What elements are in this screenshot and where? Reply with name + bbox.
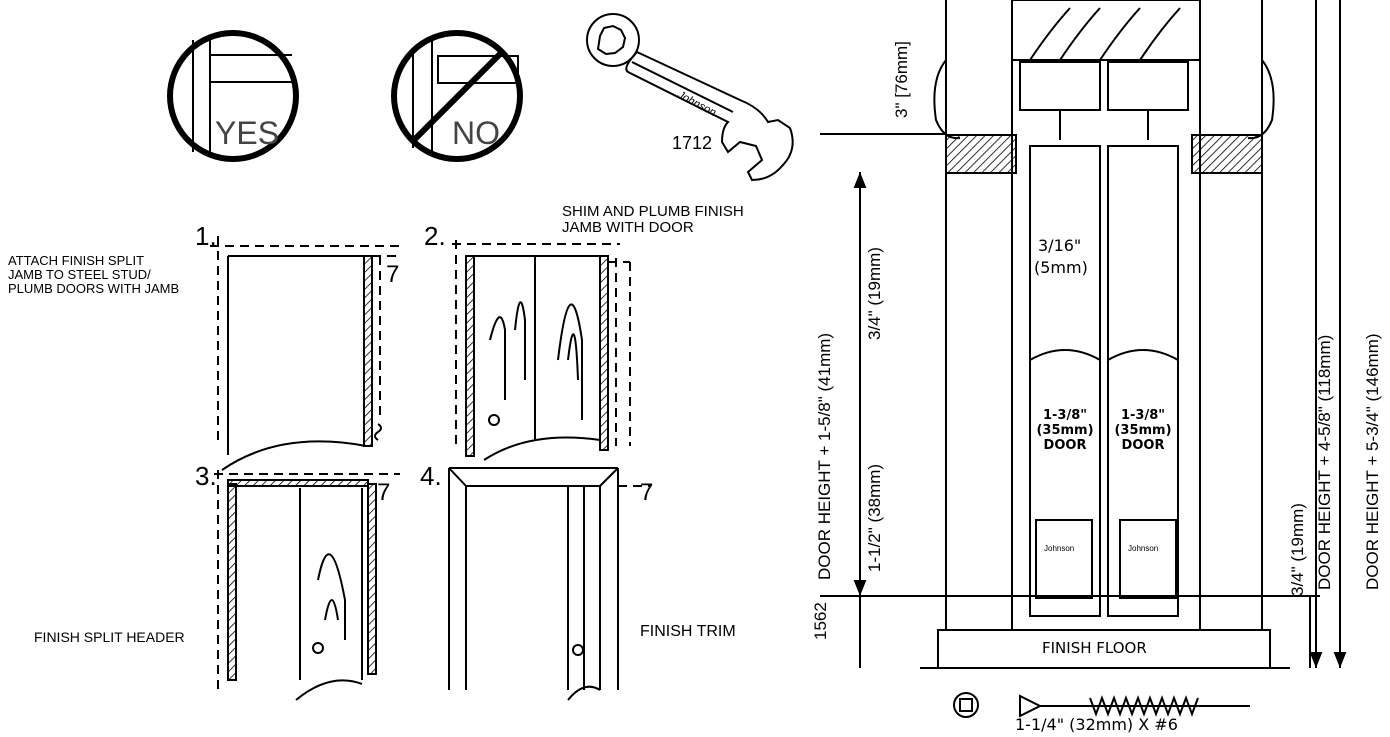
step-3-caption: FINISH SPLIT HEADER [34, 629, 185, 645]
step-2-number: 2. [424, 221, 446, 251]
dim-top-gap: 3" [76mm] [892, 41, 911, 118]
step-1-marker: 7 [386, 261, 400, 288]
door-left-label: 1-3/8" (35mm) DOOR [1036, 408, 1094, 453]
yes-badge [167, 30, 299, 162]
dim-gap-a: 3/16" [1038, 236, 1082, 255]
door-right-label: 1-3/8" (35mm) DOOR [1114, 408, 1172, 453]
step-4-drawing [448, 467, 650, 701]
section-elevation [820, 0, 1347, 718]
step-4-caption: FINISH TRIM [640, 623, 736, 640]
dim-gap-b: (5mm) [1034, 258, 1088, 277]
step-1-number: 1. [195, 221, 217, 251]
step-3-marker: 7 [377, 479, 391, 506]
step-4-marker: 7 [640, 479, 654, 506]
step-3-number: 3. [195, 461, 217, 491]
dim-opening: DOOR HEIGHT + 1-5/8" (41mm) [815, 333, 834, 580]
yes-label: YES [215, 115, 280, 151]
dim-height-b: DOOR HEIGHT + 5-3/4" (146mm) [1363, 333, 1382, 590]
finish-floor-label: FINISH FLOOR [1042, 639, 1147, 657]
step-4-number: 4. [420, 461, 442, 491]
dim-lower: 1-1/2" (38mm) [865, 464, 884, 572]
no-label: NO [452, 115, 500, 151]
step-3-drawing [214, 470, 400, 701]
step-2-caption: SHIM AND PLUMB FINISH JAMB WITH DOOR [562, 203, 744, 236]
dim-floor: 3/4" (19mm) [1288, 503, 1307, 596]
step-2-drawing [452, 240, 631, 461]
dim-height-a: DOOR HEIGHT + 4-5/8" (118mm) [1315, 335, 1334, 590]
no-badge [391, 30, 523, 162]
wrench-icon [586, 13, 794, 182]
part-number: 1712 [672, 133, 713, 153]
dim-header: 3/4" (19mm) [865, 247, 884, 340]
bottom-number: 1562 [811, 602, 830, 640]
guide-brand-right: Johnson [1128, 544, 1159, 553]
guide-brand-left: Johnson [1044, 544, 1075, 553]
step-1-drawing [210, 236, 400, 471]
step-1-caption: ATTACH FINISH SPLIT JAMB TO STEEL STUD/ … [8, 253, 180, 296]
screw-label: 1-1/4" (32mm) X #6 [1015, 715, 1178, 734]
